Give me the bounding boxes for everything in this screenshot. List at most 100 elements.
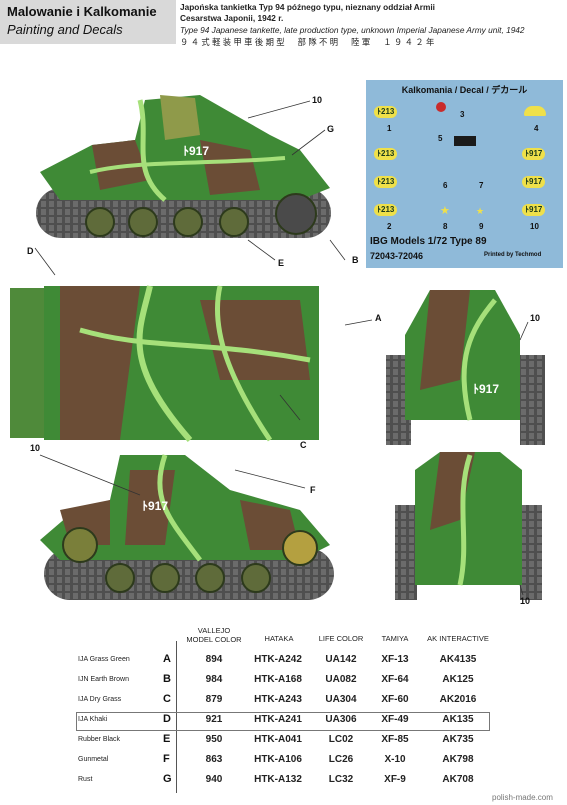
header-box: [0, 0, 176, 44]
cell-ak: AK735: [442, 734, 474, 745]
decal-num-7: 7: [479, 181, 484, 190]
cell-ak: AK4135: [439, 654, 477, 665]
row-color-name: IJA Khaki: [78, 716, 108, 723]
cell-ak: AK125: [442, 674, 474, 685]
decal-art-10-c: ﾄ917: [522, 204, 546, 216]
decal-footer-model: IBG Models 1/72 Type 89: [370, 236, 487, 247]
cell-tamiya: XF-60: [381, 694, 409, 705]
decal-sheet: Kalkomania / Decal / デカール ﾄ213 1 3 4 5 ﾄ…: [366, 80, 563, 268]
table-divider: [176, 641, 177, 793]
row-color-name: Gunmetal: [78, 756, 109, 763]
row-color-letter: B: [163, 673, 171, 685]
cell-hataka: HTK-A168: [254, 674, 302, 685]
hull-marking-side-right: ﾄ917: [183, 144, 210, 158]
table-header-hataka: HATAKA: [264, 634, 294, 643]
header-title-en: Painting and Decals: [7, 22, 123, 37]
cell-hataka: HTK-A243: [254, 694, 302, 705]
row-color-letter: E: [163, 733, 171, 745]
decal-num-9: 9: [479, 222, 484, 231]
watermark: polish-made.com: [492, 793, 553, 802]
cell-lifecolor: LC26: [328, 754, 354, 765]
cell-vallejo: 940: [205, 774, 223, 785]
description-pl-line1: Japońska tankietka Typ 94 późnego typu, …: [180, 2, 435, 12]
callout-e: E: [278, 258, 285, 268]
table-header-lifecolor: LIFE COLOR: [318, 634, 364, 643]
cell-hataka: HTK-A242: [254, 654, 302, 665]
cell-tamiya: XF-9: [384, 774, 406, 785]
row-color-name: Rubber Black: [78, 736, 121, 743]
cell-lifecolor: UA082: [325, 674, 357, 685]
cell-ak: AK798: [442, 754, 474, 765]
cell-lifecolor: UA306: [325, 714, 357, 725]
tank-rear-view: [395, 452, 542, 600]
row-color-letter: A: [163, 653, 171, 665]
cell-tamiya: XF-85: [381, 734, 409, 745]
cell-tamiya: XF-49: [381, 714, 409, 725]
cell-vallejo: 863: [205, 754, 223, 765]
cell-hataka: HTK-A041: [254, 734, 302, 745]
callout-10-front: 10: [530, 313, 541, 323]
cell-lifecolor: LC02: [328, 734, 354, 745]
decal-art-2: ﾄ213: [374, 148, 398, 160]
callout-b: B: [352, 255, 359, 265]
cell-ak: AK708: [442, 774, 474, 785]
tank-top-view: [10, 285, 319, 442]
row-color-letter: G: [163, 773, 172, 785]
decal-num-4: 4: [534, 124, 539, 133]
cell-vallejo: 921: [205, 714, 223, 725]
decal-num-3: 3: [460, 110, 465, 119]
decal-num-10: 10: [530, 222, 539, 231]
decal-art-5-plate: [454, 136, 476, 146]
callout-c: C: [300, 440, 307, 450]
cell-hataka: HTK-A106: [254, 754, 302, 765]
decal-footer-codes: 72043-72046: [370, 251, 424, 261]
row-color-letter: C: [163, 693, 171, 705]
row-color-name: Rust: [78, 776, 93, 783]
callout-10-side-left: 10: [30, 443, 41, 453]
cell-ak: AK135: [442, 714, 474, 725]
table-header-vallejo: VALLEJO MODEL COLOR: [186, 626, 242, 644]
row-color-name: IJA Grass Green: [78, 656, 130, 663]
cell-lifecolor: LC32: [328, 774, 354, 785]
star-icon: ★: [440, 205, 450, 217]
decal-num-2: 2: [387, 222, 392, 231]
decal-num-8: 8: [443, 222, 448, 231]
callout-10-side-right: 10: [312, 95, 323, 105]
decal-art-10-b: ﾄ917: [522, 176, 546, 188]
hull-marking-front: ﾄ917: [473, 382, 500, 396]
callout-a: A: [375, 313, 382, 323]
decal-art-4-emblem: [524, 106, 546, 116]
callout-d: D: [27, 246, 34, 256]
decal-num-6: 6: [443, 181, 448, 190]
cell-vallejo: 984: [205, 674, 223, 685]
row-color-name: IJA Dry Grass: [78, 696, 122, 703]
tank-illustrations: [10, 95, 545, 600]
description-pl-line2: Cesarstwa Japonii, 1942 r.: [180, 13, 284, 23]
star-small-icon: ★: [476, 206, 485, 216]
decal-art-6: ﾄ213: [374, 204, 398, 216]
tank-front-view: [386, 290, 545, 445]
cell-ak: AK2016: [439, 694, 477, 705]
decal-footer-printed-by: Printed by Techmod: [484, 252, 542, 258]
header-title-pl: Malowanie i Kalkomanie: [7, 4, 157, 19]
row-color-letter: F: [163, 753, 170, 765]
decal-num-1: 1: [387, 124, 392, 133]
tank-side-view-left: [40, 454, 334, 600]
description-en: Type 94 Japanese tankette, late producti…: [180, 25, 525, 35]
hinomaru-icon: [436, 102, 446, 112]
decal-art-1: ﾄ213: [374, 106, 398, 118]
decal-art-10-a: ﾄ917: [522, 148, 546, 160]
cell-tamiya: XF-64: [381, 674, 409, 685]
decal-sheet-title: Kalkomania / Decal / デカール: [401, 85, 528, 95]
cell-vallejo: 950: [205, 734, 223, 745]
cell-tamiya: XF-13: [381, 654, 409, 665]
callout-g: G: [327, 124, 335, 134]
description-jp: ９４式軽装甲車後期型 部隊不明 陸軍 １９４２年: [180, 37, 437, 47]
cell-hataka: HTK-A132: [254, 774, 302, 785]
cell-lifecolor: UA142: [325, 654, 357, 665]
hull-marking-side-left: ﾄ917: [142, 499, 169, 513]
tank-side-view-right: [36, 95, 331, 238]
table-header-tamiya: TAMIYA: [381, 634, 409, 643]
callout-f: F: [310, 485, 316, 495]
table-header-ak: AK INTERACTIVE: [427, 634, 489, 643]
